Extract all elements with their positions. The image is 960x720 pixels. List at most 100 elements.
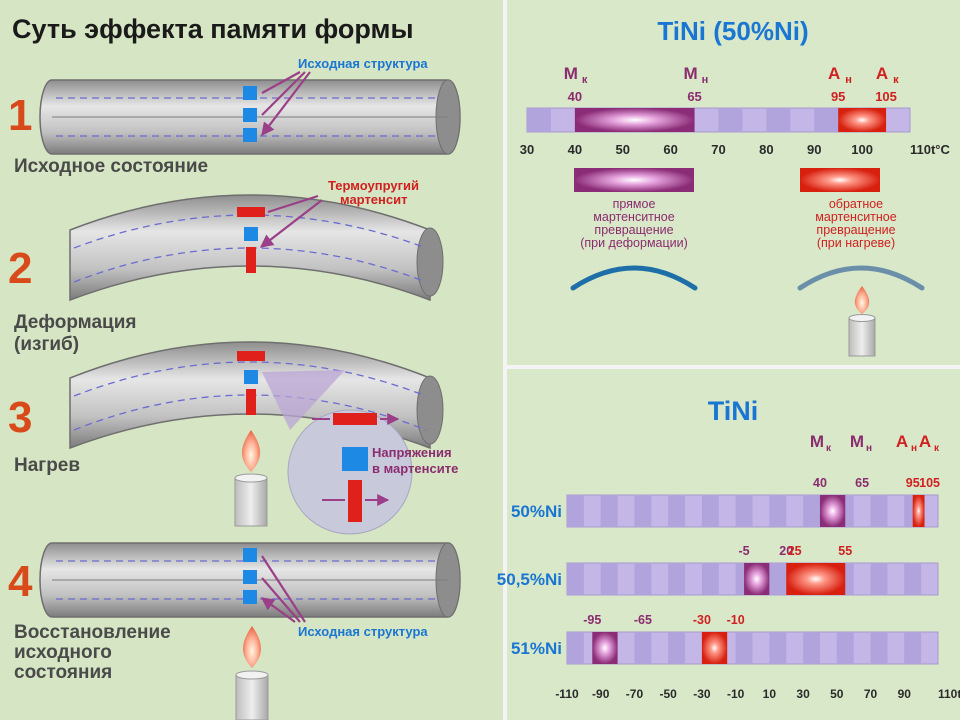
bottom-right-tick-label: 30: [796, 687, 810, 701]
top-right-marker-symbol: А: [876, 64, 888, 83]
structure-cell-1a: [243, 86, 257, 100]
step-4-bar: [39, 542, 461, 623]
alloy-2-band-reverse: [701, 632, 728, 664]
alloy-bar-2-stripe: [803, 632, 820, 664]
bottom-right-tick-label: -30: [693, 687, 711, 701]
alloy-bar-0-stripe: [668, 495, 686, 527]
alloy-bar-1-stripe: [870, 563, 888, 595]
structure-cell-4b: [243, 570, 257, 584]
top-right-marker-value: 40: [568, 89, 582, 104]
forward-arc: [570, 265, 698, 291]
bottom-right-marker-subscript: к: [934, 443, 940, 454]
top-right-temperature-bar-stripe: [718, 108, 743, 132]
top-right-tick-label: 40: [568, 142, 582, 157]
alloy-temperature-label: -5: [739, 544, 750, 558]
alloy-bar-2-stripe: [836, 632, 854, 664]
top-right-tick-label: 80: [759, 142, 773, 157]
alloy-0-band-reverse: [912, 495, 925, 527]
alloy-bar-2-stripe: [904, 632, 922, 664]
martensite-cell-2a: [237, 207, 265, 217]
step-4-label-line1: Восстановление: [14, 622, 171, 643]
left-title: Суть эффекта памяти формы: [12, 14, 414, 44]
alloy-bar-0-stripe: [634, 495, 652, 527]
alloy-1-band-reverse: [786, 563, 846, 595]
alloy-bar-1-stripe: [769, 563, 787, 595]
legend-forward-line1: прямое: [613, 197, 656, 211]
bottom-right-tick-label: 90: [898, 687, 912, 701]
top-right-band-forward: [574, 108, 695, 132]
callout-initial-structure-bottom: Исходная структура: [298, 624, 428, 639]
top-right-marker-subscript: к: [893, 74, 899, 86]
top-right-temperature-bar-stripe: [814, 108, 839, 132]
bottom-right-tick-label: -50: [660, 687, 678, 701]
alloy-bar-0-stripe: [567, 495, 584, 527]
top-right-marker-value: 65: [687, 89, 701, 104]
structure-cell-1b: [243, 108, 257, 122]
alloy-temperature-label: 20: [779, 544, 793, 558]
legend-forward-line2: мартенситное: [593, 210, 674, 224]
bottom-right-marker-subscript: н: [866, 443, 872, 454]
alloy-bar-0-stripe: [735, 495, 753, 527]
alloy-temperature-label: 40: [813, 476, 827, 490]
bottom-right-marker-subscript: н: [911, 443, 917, 454]
alloy-0-band-forward: [819, 495, 846, 527]
alloy-bar-1-stripe: [600, 563, 618, 595]
alloy-bar-2-stripe: [870, 632, 888, 664]
alloy-bar-2-stripe: [634, 632, 652, 664]
top-right-marker-value: 105: [875, 89, 897, 104]
alloy-temperature-label: -65: [634, 613, 652, 627]
top-right-tick-label: 30: [520, 142, 534, 157]
alloy-temperature-label: 25: [788, 544, 802, 558]
alloy-bar-0-stripe: [769, 495, 787, 527]
alloy-bar-1-stripe: [904, 563, 922, 595]
top-right-temperature-bar-stripe: [527, 108, 551, 132]
legend-reverse-swatch: [800, 168, 880, 192]
top-right-tick-label: 110t°C: [910, 142, 951, 157]
bottom-right-tick-label: -10: [727, 687, 745, 701]
martensite-cell-3c: [246, 389, 256, 415]
bottom-right-tick-label: 10: [763, 687, 777, 701]
legend-reverse-line1: обратное: [829, 197, 883, 211]
bottom-right-tick-label: 70: [864, 687, 878, 701]
alloy-temperature-label: -95: [583, 613, 601, 627]
callout-initial-structure-top: Исходная структура: [298, 56, 428, 71]
alloy-temperature-label: 65: [855, 476, 869, 490]
top-right-tick-label: 100: [851, 142, 873, 157]
vertical-divider: [503, 0, 507, 720]
alloy-1-band-forward: [744, 563, 770, 595]
top-right-marker-symbol: А: [828, 64, 840, 83]
bottom-right-marker-symbol: М: [850, 432, 864, 451]
step-3-label: Нагрев: [14, 455, 80, 476]
step-4-label-line2: исходного: [14, 642, 112, 663]
structure-cell-4c: [243, 590, 257, 604]
alloy-bar-1-stripe: [701, 563, 719, 595]
alloy-bar-2-stripe: [769, 632, 787, 664]
alloy-bar-0-stripe: [600, 495, 618, 527]
horizontal-divider: [507, 365, 960, 369]
alloy-temperature-label: -10: [727, 613, 745, 627]
callout-thermoelastic-line2: мартенсит: [340, 192, 407, 207]
alloy-2-band-forward: [592, 632, 618, 664]
step-1-bar: [39, 71, 461, 155]
step-3-bar: [69, 341, 444, 535]
structure-cell-3b: [244, 370, 258, 384]
top-right-marker-subscript: н: [702, 74, 709, 86]
callout-stress-line2: в мартенсите: [372, 461, 458, 476]
alloy-bar-0-stripe: [803, 495, 820, 527]
top-right-band-reverse: [838, 108, 887, 132]
callout-stress-line1: Напряжения: [372, 445, 452, 460]
step-1-number: 1: [8, 91, 32, 140]
top-right-marker-symbol: М: [564, 64, 578, 83]
alloy-temperature-label: -30: [693, 613, 711, 627]
structure-cell-4a: [243, 548, 257, 562]
top-right-marker-symbol: М: [683, 64, 697, 83]
bottom-right-tick-label: -110: [555, 687, 579, 701]
top-right-temperature-bar-stripe: [766, 108, 791, 132]
bottom-right-tick-label: -70: [626, 687, 644, 701]
